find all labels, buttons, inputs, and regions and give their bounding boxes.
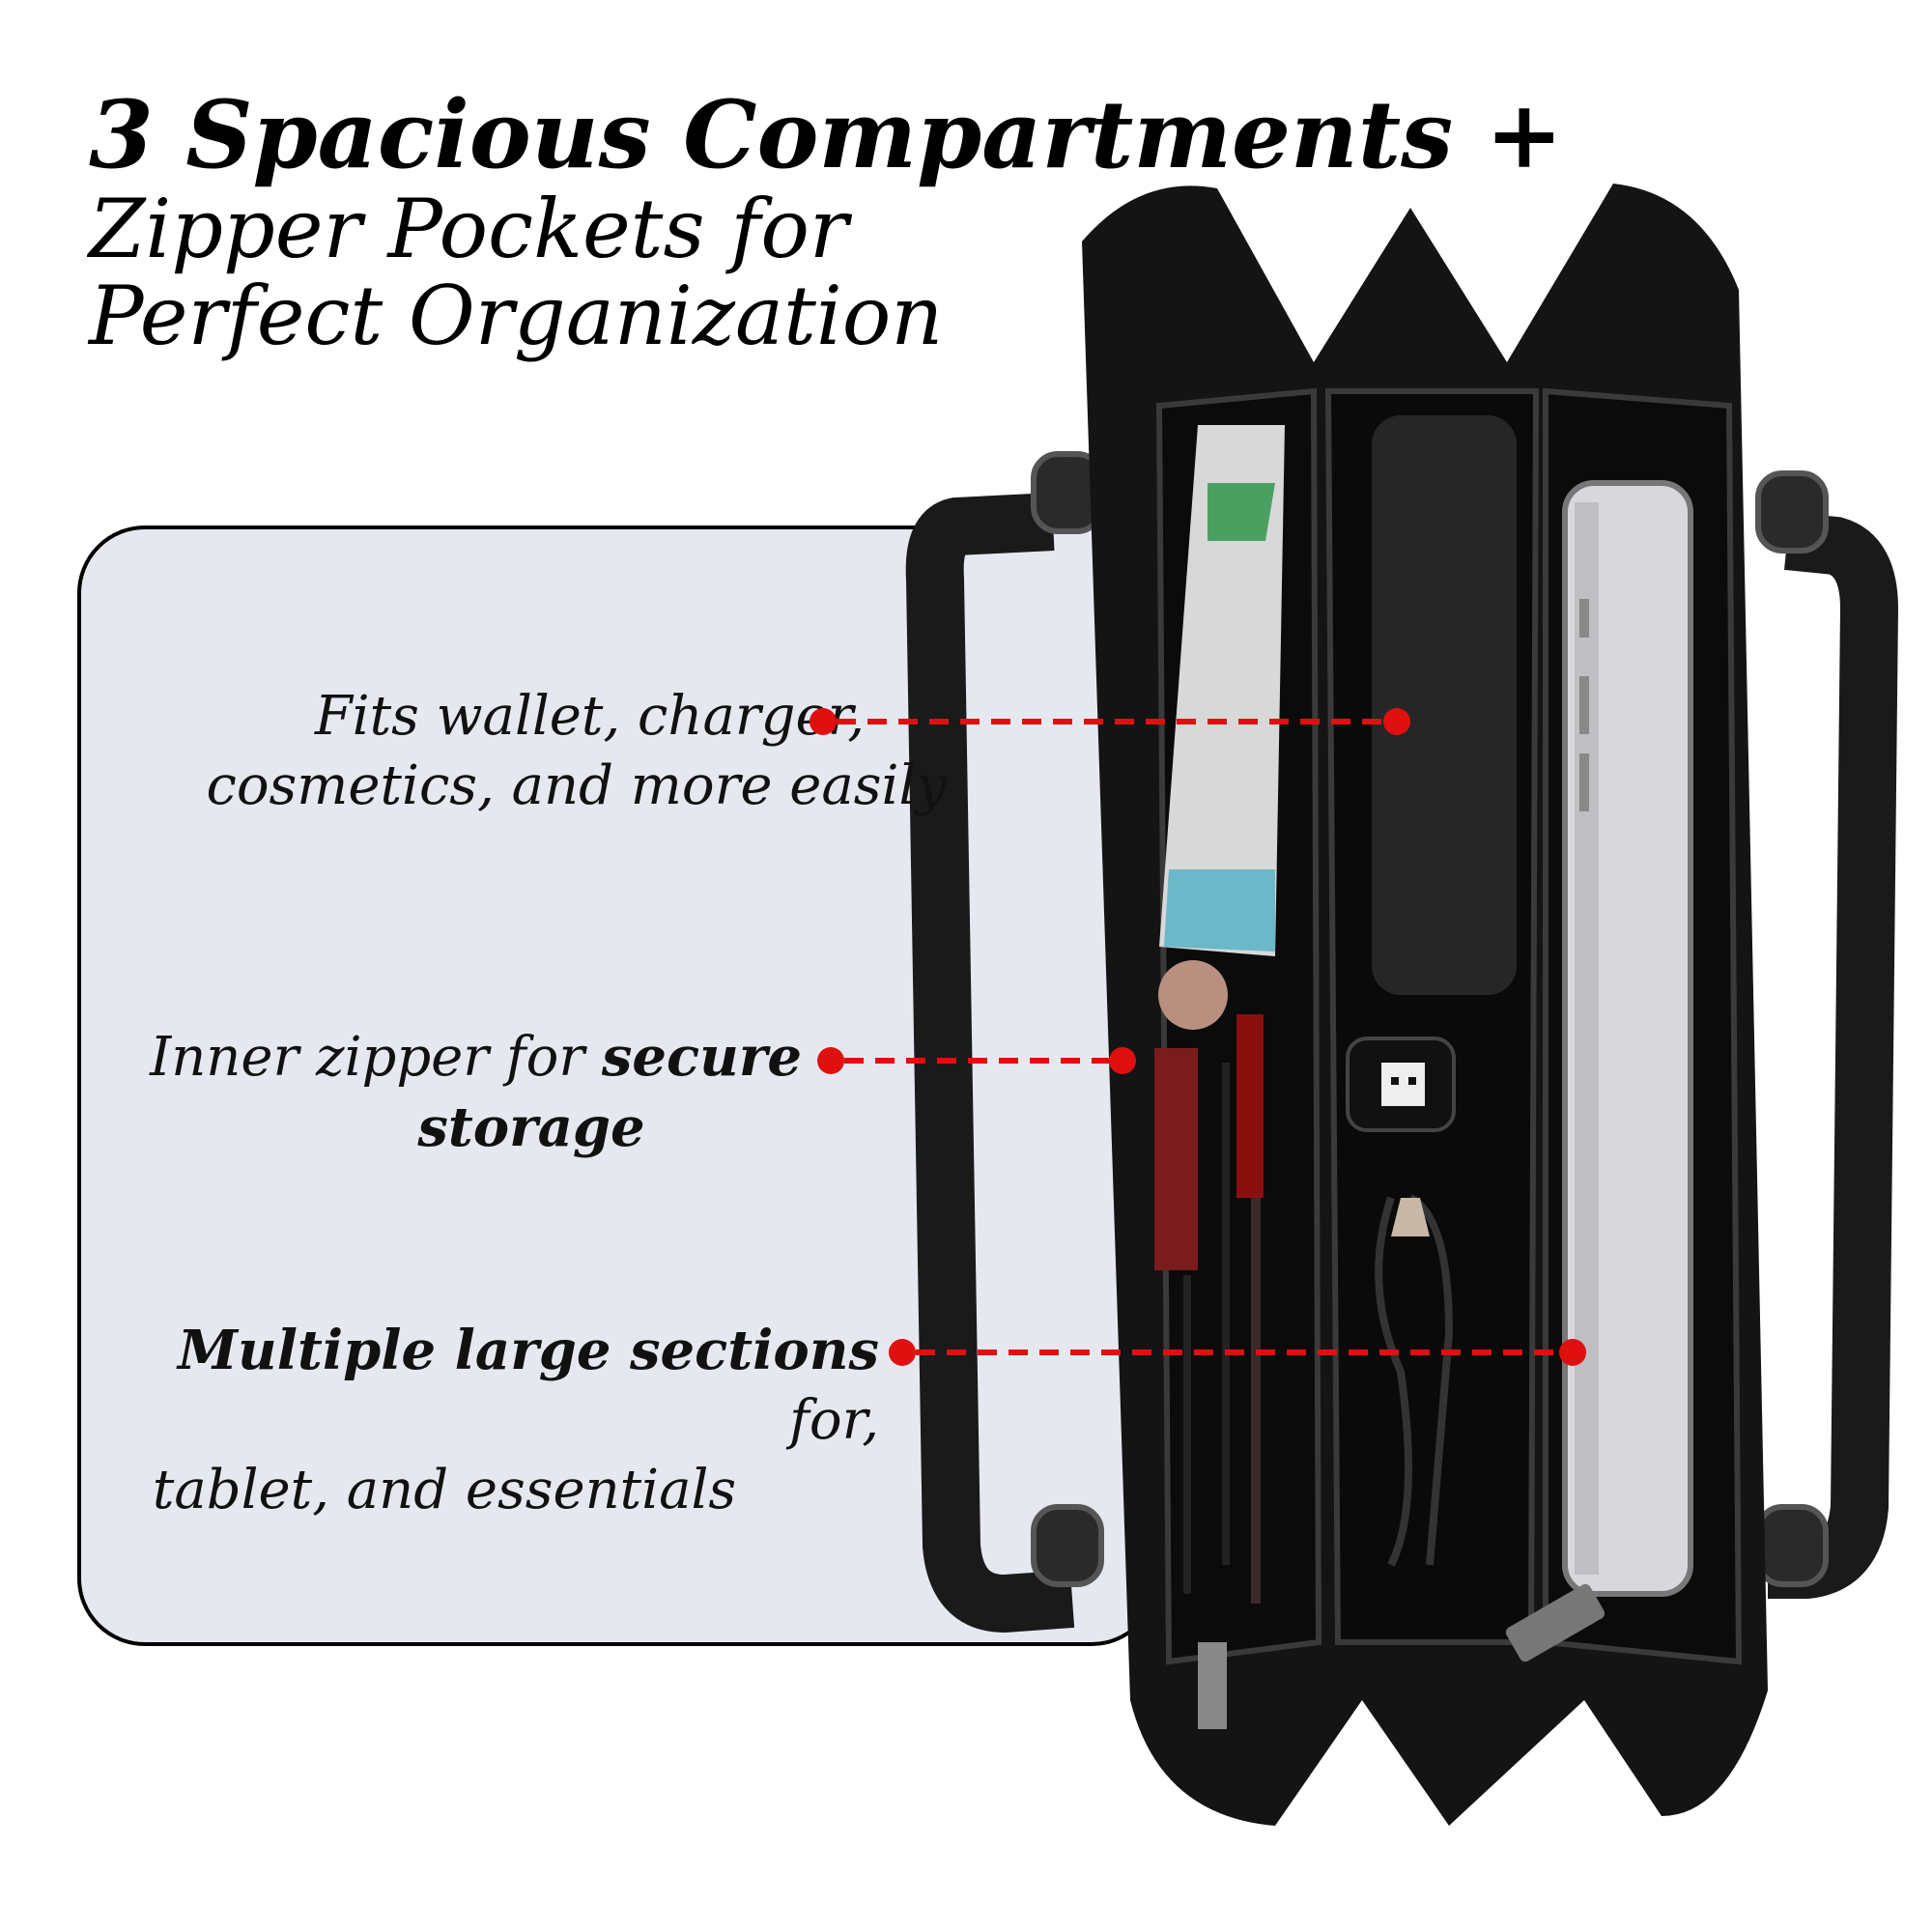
zipper-pull-right [1505, 1583, 1605, 1662]
callout-1-line1: Fits wallet, charger, [314, 685, 865, 748]
tissue-pack [1159, 425, 1285, 956]
callout-3-bold: Multiple large sections [177, 1319, 879, 1382]
headline: 3 Spacious Compartments + Zipper Pockets… [89, 80, 1564, 363]
callout-wallet-charger: Fits wallet, charger, cosmetics, and mor… [116, 682, 947, 821]
callout-3-line2: tablet, and essentials [152, 1459, 737, 1521]
callout-large-sections: Multiple large sections for, tablet, and… [106, 1316, 879, 1525]
lipstick [1154, 1048, 1198, 1270]
zipper-pull-left [1198, 1642, 1227, 1729]
headline-line1: 3 Spacious Compartments + [89, 80, 1564, 189]
leader-line-1 [810, 708, 1410, 735]
callout-2-line2: storage [417, 1095, 645, 1159]
leader-1-end-dot [1383, 708, 1410, 735]
leader-line-2 [817, 1047, 1136, 1074]
callout-2-prefix: Inner zipper for [150, 1026, 602, 1089]
callout-3-suffix: for, [789, 1389, 879, 1452]
callout-1-line2: cosmetics, and more easily [206, 754, 947, 817]
leader-2-start-dot [817, 1047, 844, 1074]
leader-2-end-dot [1109, 1047, 1136, 1074]
leader-1-start-dot [810, 708, 837, 735]
callout-inner-zipper: Inner zipper for secure storage [106, 1022, 802, 1162]
left-bottom-ring [1031, 1504, 1104, 1587]
wallet [1372, 415, 1517, 995]
headline-line2: Zipper Pockets for Perfect Organization [89, 182, 944, 363]
leader-line-3 [889, 1339, 1586, 1366]
usb-cable [1375, 1194, 1454, 1567]
right-top-ring [1755, 470, 1829, 554]
callout-2-bold: secure [601, 1025, 802, 1089]
leader-3-start-dot [889, 1339, 916, 1366]
red-pencil [1236, 1014, 1264, 1198]
leader-3-end-dot [1559, 1339, 1586, 1366]
left-handle [905, 493, 1075, 1634]
lipstick-cap [1158, 960, 1228, 1030]
